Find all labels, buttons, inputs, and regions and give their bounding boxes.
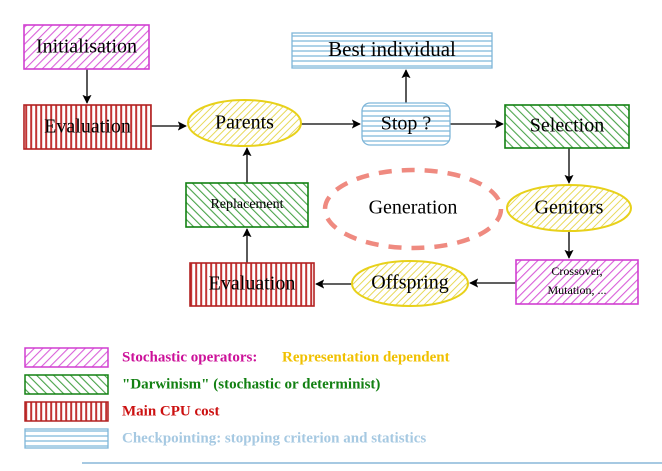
parents-ellipse[interactable] (187, 99, 302, 147)
legend-label-checkpointing: Checkpointing: stopping criterion and st… (122, 430, 426, 446)
edges-group (82, 69, 574, 289)
genitors-ellipse[interactable] (506, 184, 632, 232)
node-crossover-mutation[interactable]: Crossover, Mutation, ... (515, 259, 639, 305)
legend-label-main-cpu-cost: Main CPU cost (122, 403, 220, 419)
legend-row-main-cpu-cost: Main CPU cost (24, 401, 220, 422)
selection-label: Selection (530, 115, 604, 137)
legend-row-darwinism: "Darwinism" (stochastic or determinist) (24, 374, 380, 395)
stop-label: Stop ? (381, 113, 432, 135)
node-parents[interactable]: Parents (187, 99, 302, 147)
legend-row-checkpointing: Checkpointing: stopping criterion and st… (24, 428, 426, 449)
stop-box[interactable] (361, 102, 451, 146)
evaluation-top-box[interactable] (23, 104, 152, 150)
legend-label-stochastic-operators: Stochastic operators: (122, 349, 257, 365)
evaluation-bottom-box[interactable] (189, 262, 315, 307)
best-individual-label: Best individual (328, 37, 456, 61)
parents-label: Parents (215, 112, 274, 134)
legend-label-representation-dependent: Representation dependent (282, 349, 450, 365)
generation-ellipse (322, 167, 504, 251)
offspring-label: Offspring (371, 272, 448, 294)
initialisation-box[interactable] (23, 24, 150, 70)
legend-label-darwinism: "Darwinism" (stochastic or determinist) (122, 376, 380, 392)
node-initialisation[interactable]: Initialisation (23, 24, 150, 70)
legend-swatch-blue-horizontal (24, 428, 109, 449)
evaluation-bottom-label: Evaluation (209, 273, 296, 295)
legend-swatch-green-diagonal (24, 374, 109, 395)
legend: Stochastic operators: Representation dep… (24, 347, 450, 449)
node-genitors[interactable]: Genitors (506, 184, 632, 232)
crossover-mutation-box[interactable] (515, 259, 639, 305)
node-offspring[interactable]: Offspring (351, 260, 469, 307)
initialisation-label: Initialisation (36, 36, 137, 58)
node-stop[interactable]: Stop ? (361, 102, 451, 146)
evaluation-top-label: Evaluation (44, 116, 131, 138)
crossover-line1: Crossover, (551, 264, 602, 278)
best-individual-box[interactable] (291, 32, 493, 69)
node-evaluation-bottom[interactable]: Evaluation (189, 262, 315, 307)
node-replacement[interactable]: Replacement (185, 182, 309, 228)
node-best-individual[interactable]: Best individual (291, 32, 493, 69)
selection-box[interactable] (504, 104, 630, 149)
node-evaluation-top[interactable]: Evaluation (23, 104, 152, 150)
generation-label: Generation (369, 197, 458, 219)
replacement-box[interactable] (185, 182, 309, 228)
legend-swatch-red-vertical (24, 401, 109, 422)
node-selection[interactable]: Selection (504, 104, 630, 149)
offspring-ellipse[interactable] (351, 260, 469, 307)
replacement-label: Replacement (210, 197, 283, 212)
legend-swatch-magenta-diagonal (24, 347, 109, 368)
crossover-line2: Mutation, ... (548, 283, 607, 297)
legend-row-stochastic-operators: Stochastic operators: Representation dep… (24, 347, 450, 368)
genitors-label: Genitors (535, 197, 604, 219)
node-generation: Generation (322, 167, 504, 251)
